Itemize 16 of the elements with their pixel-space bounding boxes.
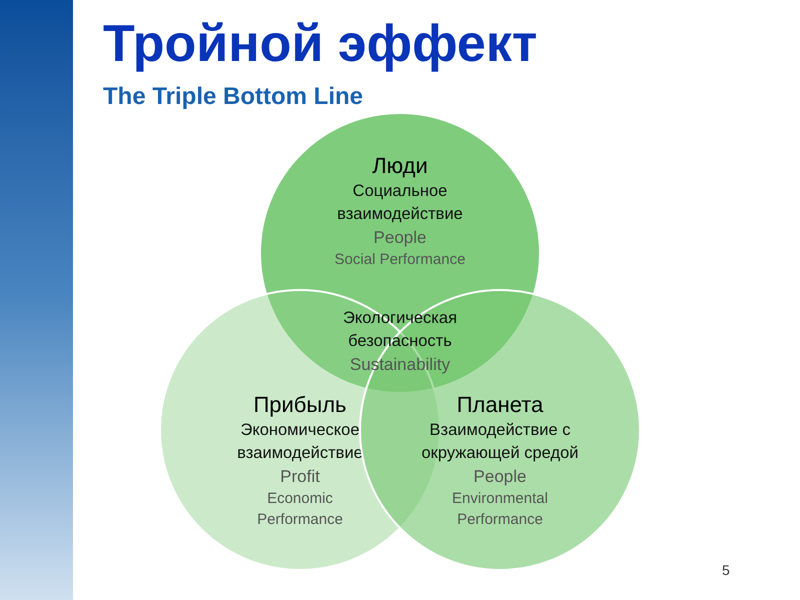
english-caption: Economic Performance: [256, 489, 344, 530]
english-caption: Social Performance: [334, 250, 466, 270]
circle-heading: Планета: [456, 391, 544, 419]
english-caption: Environmental Performance: [451, 489, 549, 530]
circle-heading: Люди: [371, 152, 429, 180]
side-band: [0, 0, 73, 600]
page-number: 5: [722, 561, 730, 580]
subtitle: The Triple Bottom Line: [103, 82, 364, 112]
circle-subheading: Взаимодействие с окружающей средой: [420, 420, 580, 464]
english-caption: Profit: [279, 466, 321, 488]
circle-subheading: Экономическое взаимодействие: [236, 420, 364, 464]
title: Тройной эффект: [103, 14, 538, 74]
english-caption: People: [472, 466, 528, 488]
circle-heading: Прибыль: [252, 391, 348, 419]
english-caption: People: [372, 227, 428, 249]
circle-subheading: Социальное взаимодействие: [336, 181, 464, 225]
